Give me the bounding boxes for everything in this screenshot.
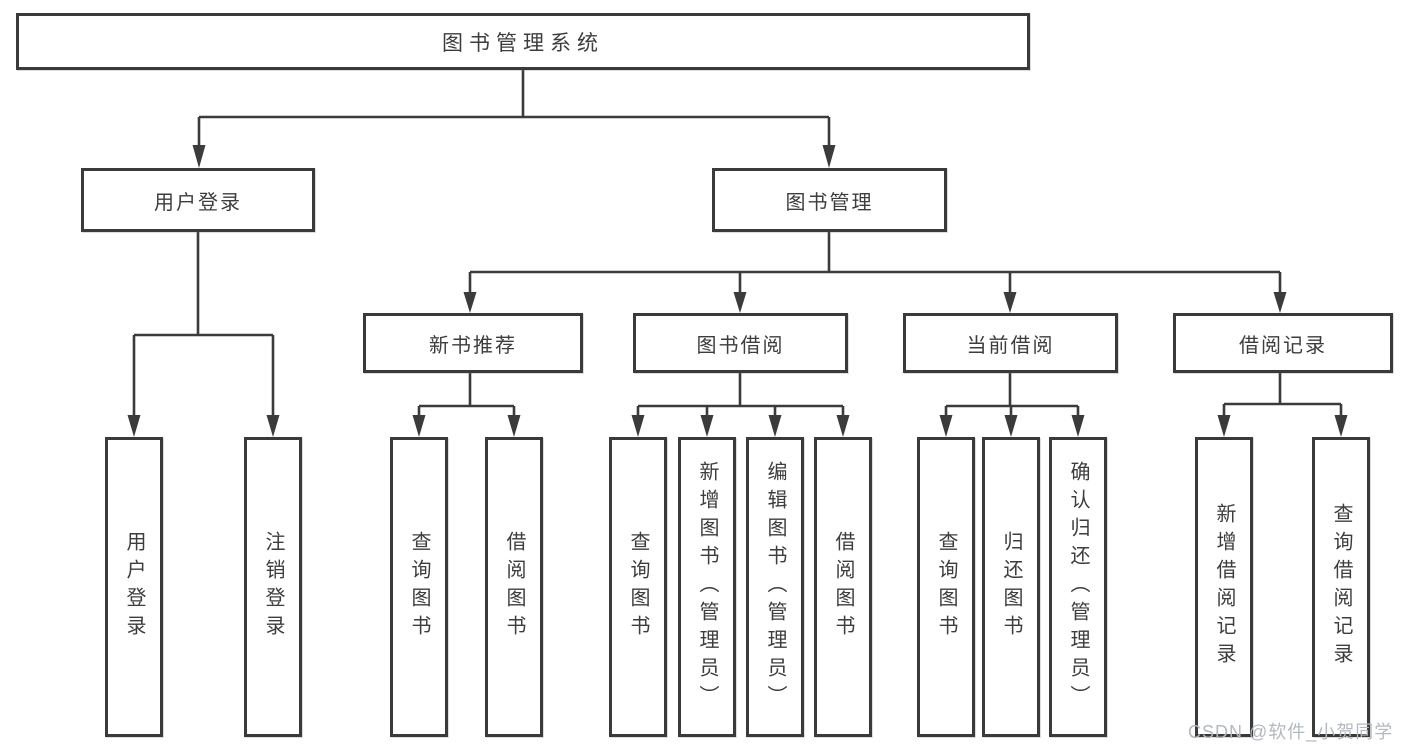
leaf-confirm-return-admin: 确认归还（管理员）: [1049, 437, 1107, 737]
leaf-edit-books-admin: 编辑图书（管理员）: [746, 437, 804, 737]
leaf-add-borrow-record: 新增借阅记录: [1195, 437, 1253, 737]
leaf-add-books-admin: 新增图书（管理员）: [678, 437, 736, 737]
node-current-borrow: 当前借阅: [903, 313, 1118, 373]
watermark: CSDN @软件_小贺同学: [1188, 722, 1394, 742]
leaf-query-books-current: 查询图书: [917, 437, 975, 737]
leaf-return-books: 归还图书: [982, 437, 1040, 737]
leaf-borrow-books: 借阅图书: [814, 437, 872, 737]
leaf-query-books-borrow: 查询图书: [609, 437, 667, 737]
node-library-system: 图书管理系统: [16, 13, 1030, 70]
node-user-login: 用户登录: [81, 168, 315, 232]
node-borrow-records: 借阅记录: [1173, 313, 1393, 373]
node-book-borrow: 图书借阅: [633, 313, 848, 373]
leaf-logout: 注销登录: [244, 437, 302, 737]
node-new-book-recommend: 新书推荐: [363, 313, 583, 373]
leaf-query-books-recommend: 查询图书: [390, 437, 448, 737]
leaf-query-borrow-record: 查询借阅记录: [1312, 437, 1370, 737]
node-book-management: 图书管理: [712, 168, 947, 232]
leaf-borrow-books-recommend: 借阅图书: [485, 437, 543, 737]
leaf-user-login: 用户登录: [105, 437, 163, 737]
